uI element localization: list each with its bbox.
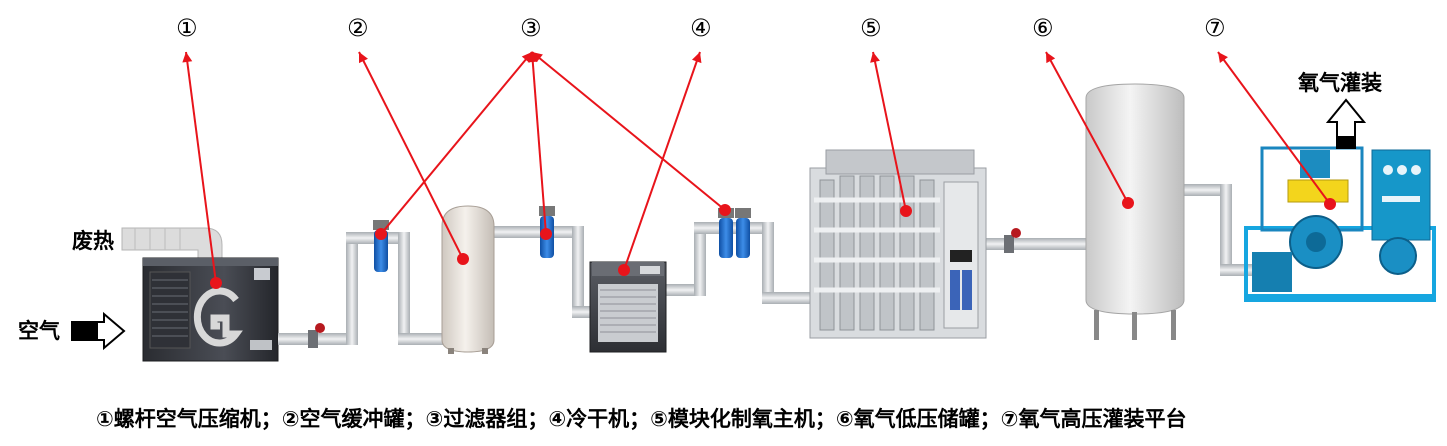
leader-1-arrowhead (182, 52, 193, 63)
leader-2-dot (457, 253, 469, 265)
leader-4-dot (618, 264, 630, 276)
air-label: 空气 (18, 319, 60, 343)
leader-3c-dot (719, 204, 731, 216)
label-1: ① (176, 14, 198, 42)
leader-3c-arrowhead (532, 52, 543, 63)
oxygen-outlet-arrow (1325, 98, 1367, 149)
leader-6-dot (1122, 197, 1134, 209)
leader-lines (182, 51, 1336, 289)
leader-3b-dot (540, 228, 552, 240)
valves (308, 228, 1021, 348)
modular-oxygen-generator (809, 149, 987, 339)
waste-heat-duct (121, 227, 223, 263)
refrigerated-dryer (589, 261, 667, 353)
leader-1 (185, 51, 217, 284)
label-6: ⑥ (1032, 14, 1054, 42)
leader-1-dot (210, 277, 222, 289)
leader-7-dot (1324, 198, 1336, 210)
oxygen-low-pressure-tank (1085, 83, 1185, 340)
label-5: ⑤ (860, 14, 882, 42)
pipeline (278, 184, 1256, 345)
leader-3b-arrowhead (527, 52, 538, 63)
leader-3a-dot (375, 228, 387, 240)
leader-6 (1045, 51, 1129, 204)
leader-7 (1217, 51, 1331, 205)
leader-5-dot (900, 205, 912, 217)
leader-3a (380, 51, 533, 235)
leader-6-arrowhead (1046, 52, 1056, 64)
oxygen-filling-label: 氧气灌装 (1298, 71, 1382, 95)
leader-3c (531, 51, 726, 211)
leader-2-arrowhead (359, 52, 368, 64)
leader-2 (358, 51, 464, 260)
label-4: ④ (690, 14, 712, 42)
filter-1 (373, 220, 389, 272)
legend-caption: ①螺杆空气压缩机；②空气缓冲罐；③过滤器组；④冷干机；⑤模块化制氧主机；⑥氧气低… (96, 407, 1187, 431)
leader-7-arrowhead (1218, 52, 1228, 64)
leader-5-arrowhead (870, 52, 880, 63)
leader-4-arrowhead (691, 52, 702, 64)
label-3: ③ (520, 14, 542, 42)
leader-5 (872, 51, 907, 212)
label-2: ② (347, 14, 369, 42)
air-buffer-tank (441, 205, 495, 354)
leader-3b (531, 51, 547, 235)
filter-group (373, 206, 751, 272)
leader-4 (623, 51, 701, 271)
air-inlet-arrow (71, 311, 126, 351)
oxygen-filling-platform (1244, 146, 1436, 302)
label-7: ⑦ (1204, 14, 1226, 42)
waste-heat-label: 废热 (72, 229, 114, 253)
screw-air-compressor (142, 257, 279, 362)
